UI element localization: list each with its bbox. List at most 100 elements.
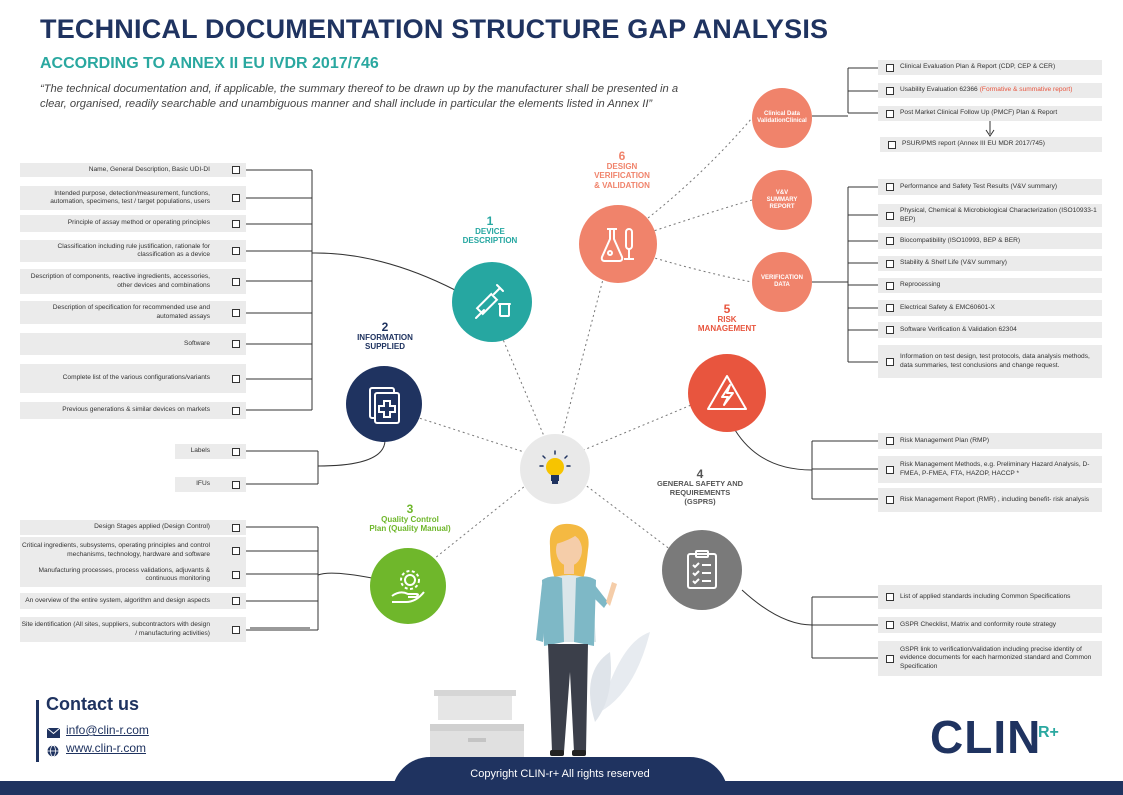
device-item-text: Previous generations & similar devices o… <box>62 406 210 414</box>
risk-item: Risk Management Report (RMR) , including… <box>878 488 1102 512</box>
quality-item-text: An overview of the entire system, algori… <box>25 596 210 604</box>
risk-item-text: Risk Management Methods, e.g. Preliminar… <box>900 461 1090 477</box>
device-item-checkbox[interactable] <box>232 277 240 286</box>
clinical-item-checkbox[interactable] <box>888 140 896 149</box>
verification-item: Biocompatibility (ISO10993, BEP & BER) <box>878 233 1102 249</box>
clinical-data-node: Clinical Data ValidationClinical <box>752 88 812 148</box>
verification-item-checkbox[interactable] <box>886 304 894 312</box>
verification-item: Electrical Safety & EMC60601-X <box>878 300 1102 316</box>
gspr-item-checkbox[interactable] <box>886 621 894 629</box>
clinical-item-text: Post Market Clinical Follow Up (PMCF) Pl… <box>900 109 1058 117</box>
risk-management-node <box>688 354 766 432</box>
quality-item-text: Design Stages applied (Design Control) <box>94 523 210 531</box>
quality-item: Site identification (All sites, supplier… <box>20 617 246 642</box>
quality-item-checkbox[interactable] <box>232 546 240 555</box>
verification-item-checkbox[interactable] <box>886 237 894 245</box>
clin-r-logo: CLIN <box>930 711 1042 763</box>
info-item-text: Labels <box>190 447 210 455</box>
device-item-checkbox[interactable] <box>232 308 240 317</box>
clinical-data-label: Clinical Data ValidationClinical <box>757 111 807 124</box>
device-item-text: Complete list of the various configurati… <box>62 374 210 382</box>
clinical-item: Clinical Evaluation Plan & Report (CDP, … <box>878 60 1102 75</box>
risk-item-checkbox[interactable] <box>886 465 894 474</box>
verification-item-checkbox[interactable] <box>886 281 894 290</box>
risk-management-number: 5 <box>723 302 731 316</box>
clinical-item-checkbox[interactable] <box>886 109 894 118</box>
device-item-text: Classification including rule justificat… <box>57 242 210 259</box>
verification-item-checkbox[interactable] <box>886 357 894 366</box>
info-item-checkbox[interactable] <box>232 447 240 456</box>
verification-item-checkbox[interactable] <box>886 259 894 268</box>
risk-item-text: Risk Management Report (RMR) , including… <box>900 495 1090 503</box>
device-item-checkbox[interactable] <box>232 166 240 174</box>
footer-bar <box>0 781 1123 795</box>
risk-item-text: Risk Management Plan (RMP) <box>900 436 990 444</box>
page-subtitle: ACCORDING TO ANNEX II EU IVDR 2017/746 <box>40 55 379 72</box>
clinical-item-text: Usability Evaluation 62366 <box>900 86 978 94</box>
verification-item: Software Verification & Validation 62304 <box>878 322 1102 338</box>
device-item-checkbox[interactable] <box>232 194 240 202</box>
contact-title: Contact us <box>46 694 140 714</box>
design-verification-node <box>579 205 657 283</box>
usability-note: (Formative & summative report) <box>979 86 1073 94</box>
copyright-text: Copyright CLIN-r+ All rights reserved <box>470 768 650 780</box>
device-item-text: Principle of assay method or operating p… <box>67 219 210 227</box>
clinical-item-text: PSUR/PMS report (Annex III EU MDR 2017/7… <box>902 140 1045 148</box>
verification-item-checkbox[interactable] <box>886 211 894 220</box>
device-item-checkbox[interactable] <box>232 406 240 415</box>
device-item: Complete list of the various configurati… <box>20 364 246 393</box>
risk-item-checkbox[interactable] <box>886 496 894 504</box>
risk-item: Risk Management Plan (RMP) <box>878 433 1102 449</box>
device-item-checkbox[interactable] <box>232 247 240 255</box>
quality-item-checkbox[interactable] <box>232 625 240 634</box>
gspr-label: 4 GENERAL SAFETY AND REQUIREMENTS (GSPRS… <box>640 467 760 506</box>
lightbulb-icon <box>539 450 571 484</box>
clinical-item-checkbox[interactable] <box>886 86 894 95</box>
clinical-item-checkbox[interactable] <box>886 63 894 72</box>
verification-item-text: Stability & Shelf Life (V&V summary) <box>900 259 1008 267</box>
verification-data-label: VERIFICATION DATA <box>761 275 803 288</box>
gspr-item-text: GSPR Checklist, Matrix and conformity ro… <box>900 620 1057 628</box>
verification-item: Information on test design, test protoco… <box>878 345 1102 378</box>
gspr-item-checkbox[interactable] <box>886 654 894 663</box>
gspr-item-checkbox[interactable] <box>886 593 894 601</box>
verification-item: Reprocessing <box>878 278 1102 293</box>
verification-item: Physical, Chemical & Microbiological Cha… <box>878 204 1102 227</box>
vv-summary-label: V&V SUMMARY REPORT <box>766 189 798 210</box>
quality-control-title: Quality Control Plan (Quality Manual) <box>369 514 451 534</box>
quality-item-checkbox[interactable] <box>232 523 240 532</box>
warning-icon <box>707 375 747 410</box>
risk-item-checkbox[interactable] <box>886 437 894 445</box>
quality-control-number: 3 <box>406 502 414 516</box>
syringe-icon <box>475 284 511 319</box>
verification-item-text: Physical, Chemical & Microbiological Cha… <box>900 207 1097 223</box>
device-item-checkbox[interactable] <box>232 340 240 348</box>
device-item-checkbox[interactable] <box>232 219 240 228</box>
quality-item: Manufacturing processes, process validat… <box>20 563 246 587</box>
info-item-checkbox[interactable] <box>232 480 240 489</box>
device-item-text: Software <box>183 339 210 347</box>
verification-item-text: Reprocessing <box>900 281 941 289</box>
device-description-title: DEVICE DESCRIPTION <box>462 226 518 246</box>
verification-item-checkbox[interactable] <box>886 183 894 191</box>
gspr-number: 4 <box>696 467 704 481</box>
quality-item-checkbox[interactable] <box>232 597 240 605</box>
contact-email-link[interactable]: info@clin-r.com <box>66 723 149 737</box>
gspr-node <box>662 530 742 610</box>
quality-item-checkbox[interactable] <box>232 571 240 579</box>
contact-website-link[interactable]: www.clin-r.com <box>66 741 147 755</box>
clinical-item: PSUR/PMS report (Annex III EU MDR 2017/7… <box>880 137 1102 152</box>
quality-item-text: Manufacturing processes, process validat… <box>38 566 210 583</box>
information-supplied-title: INFORMATION SUPPLIED <box>357 332 413 352</box>
gear-hand-icon <box>391 570 425 603</box>
verification-item-text: Electrical Safety & EMC60601-X <box>900 303 995 311</box>
clinical-item: Usability Evaluation 62366(Formative & s… <box>878 83 1102 98</box>
risk-management-title: RISK MANAGEMENT <box>697 314 757 334</box>
device-item-text: Description of components, reactive ingr… <box>30 273 210 289</box>
device-item-checkbox[interactable] <box>232 374 240 383</box>
clinical-item-text: Clinical Evaluation Plan & Report (CDP, … <box>900 63 1056 71</box>
quality-control-label: 3 Quality Control Plan (Quality Manual) <box>345 502 475 534</box>
verification-item-checkbox[interactable] <box>886 326 894 334</box>
info-item-text: IFUs <box>196 480 210 488</box>
